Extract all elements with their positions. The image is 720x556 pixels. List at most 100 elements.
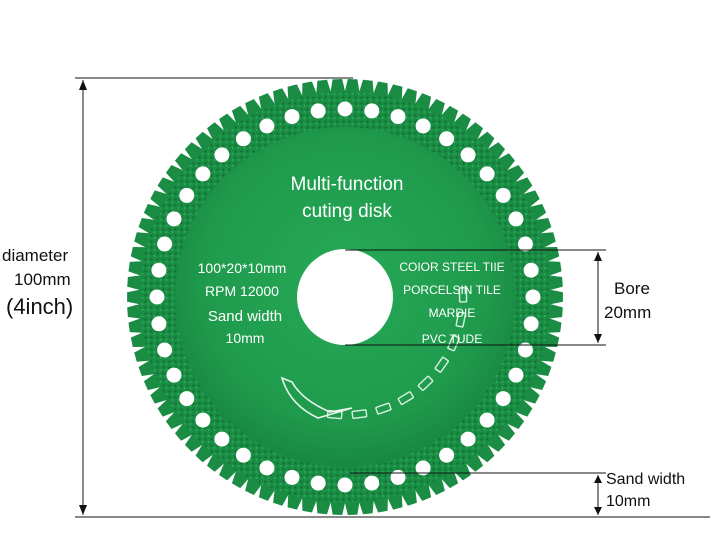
disk-hole bbox=[364, 475, 380, 491]
disk-hole bbox=[390, 109, 406, 125]
disk-tooth bbox=[184, 142, 208, 165]
disk-tooth bbox=[184, 429, 208, 452]
disk-hole bbox=[310, 475, 326, 491]
disk-tooth bbox=[165, 407, 189, 429]
bore-hole bbox=[297, 249, 393, 345]
disk-holes bbox=[149, 101, 541, 493]
disk-hole bbox=[235, 131, 251, 147]
disk-hole bbox=[364, 103, 380, 119]
segment-mark bbox=[375, 402, 392, 415]
disk-tooth bbox=[510, 177, 533, 199]
disk-tooth bbox=[461, 449, 483, 472]
dimension-arrowheads bbox=[79, 80, 602, 515]
disk-hole bbox=[214, 147, 230, 163]
disk-hole bbox=[460, 431, 476, 447]
disk-hole bbox=[523, 262, 539, 278]
disk-title-2: cuting disk bbox=[302, 201, 392, 222]
disk-hole bbox=[157, 236, 173, 252]
disk-tooth bbox=[207, 122, 229, 145]
disk-tooth bbox=[492, 153, 515, 175]
disk-tooth bbox=[207, 449, 229, 472]
disk-hole bbox=[415, 118, 431, 134]
disk-hole bbox=[439, 131, 455, 147]
segment-mark bbox=[458, 287, 468, 303]
disk-tooth bbox=[472, 439, 495, 463]
spec-size: 100*20*10mm bbox=[198, 260, 287, 276]
disk-title-1: Multi-function bbox=[291, 174, 404, 195]
disk-hole bbox=[166, 211, 182, 227]
disk-hole bbox=[479, 166, 495, 182]
segment-mark bbox=[447, 334, 460, 352]
bore-value: 20mm bbox=[604, 303, 652, 322]
disk-hole bbox=[259, 118, 275, 134]
disk-hole bbox=[523, 316, 539, 332]
sand-width-value: 10mm bbox=[606, 493, 651, 510]
material-1: COIOR STEEL TIIE bbox=[399, 260, 504, 274]
segment-mark bbox=[397, 391, 414, 406]
segment-mark bbox=[434, 356, 449, 373]
segment-mark bbox=[351, 409, 368, 420]
disk-hole bbox=[479, 412, 495, 428]
disk-tooth bbox=[157, 177, 180, 199]
disk-hole bbox=[415, 460, 431, 476]
disk-tooth bbox=[449, 113, 471, 136]
spec-rpm: RPM 12000 bbox=[205, 283, 279, 299]
material-3: MARDIE bbox=[429, 306, 476, 320]
disk-hole bbox=[337, 101, 353, 117]
disk-hole bbox=[259, 460, 275, 476]
disk-tooth bbox=[195, 439, 218, 463]
disk-tooth bbox=[472, 131, 495, 155]
disk-hole bbox=[179, 187, 195, 203]
disk-tooth bbox=[482, 142, 506, 165]
disk-hole bbox=[195, 166, 211, 182]
disk-tooth bbox=[482, 429, 506, 452]
segment-mark bbox=[455, 311, 467, 328]
disk-hole bbox=[439, 447, 455, 463]
disk-tooth bbox=[501, 165, 525, 187]
diameter-value: 100mm bbox=[14, 270, 71, 289]
disk-hole bbox=[525, 289, 541, 305]
disk-hole bbox=[508, 367, 524, 383]
swoosh-icon bbox=[280, 376, 353, 419]
disk-tooth bbox=[510, 395, 533, 417]
segment-arc bbox=[326, 287, 468, 420]
disk-hole bbox=[179, 391, 195, 407]
disk-tooth bbox=[449, 458, 471, 481]
disk-tooth bbox=[175, 153, 198, 175]
disk-tooth bbox=[165, 165, 189, 187]
disk-hole bbox=[151, 262, 167, 278]
disk-hole bbox=[495, 391, 511, 407]
spec-sand-1: Sand width bbox=[208, 308, 282, 325]
disk-hole bbox=[517, 236, 533, 252]
disk-hole bbox=[460, 147, 476, 163]
disk-hole bbox=[149, 289, 165, 305]
disk-hole bbox=[151, 316, 167, 332]
disk-hole bbox=[284, 469, 300, 485]
disk-hole bbox=[235, 447, 251, 463]
diameter-inch: (4inch) bbox=[6, 294, 74, 319]
material-2: PORCELSIN TILE bbox=[403, 283, 501, 297]
segment-mark bbox=[417, 375, 434, 391]
material-4: PVC TUDE bbox=[422, 332, 482, 346]
diameter-label: diameter bbox=[2, 246, 69, 265]
disk-tooth bbox=[157, 395, 180, 417]
disk-tooth bbox=[461, 122, 483, 145]
disk-hole bbox=[508, 211, 524, 227]
disk-tooth bbox=[195, 131, 218, 155]
disk-tooth bbox=[219, 113, 241, 136]
disk-hole bbox=[284, 109, 300, 125]
disk-tooth bbox=[501, 407, 525, 429]
disk-hole bbox=[157, 342, 173, 358]
disk-tooth bbox=[492, 419, 515, 441]
sand-width-label: Sand width bbox=[606, 471, 686, 488]
dimension-lines bbox=[75, 77, 710, 518]
disk-tooth bbox=[175, 419, 198, 441]
disk-hole bbox=[310, 103, 326, 119]
disk-hole bbox=[390, 469, 406, 485]
disk-hole bbox=[517, 342, 533, 358]
disk-hole bbox=[495, 187, 511, 203]
spec-sand-2: 10mm bbox=[226, 330, 265, 346]
disk-hole bbox=[337, 477, 353, 493]
disk-hole bbox=[195, 412, 211, 428]
